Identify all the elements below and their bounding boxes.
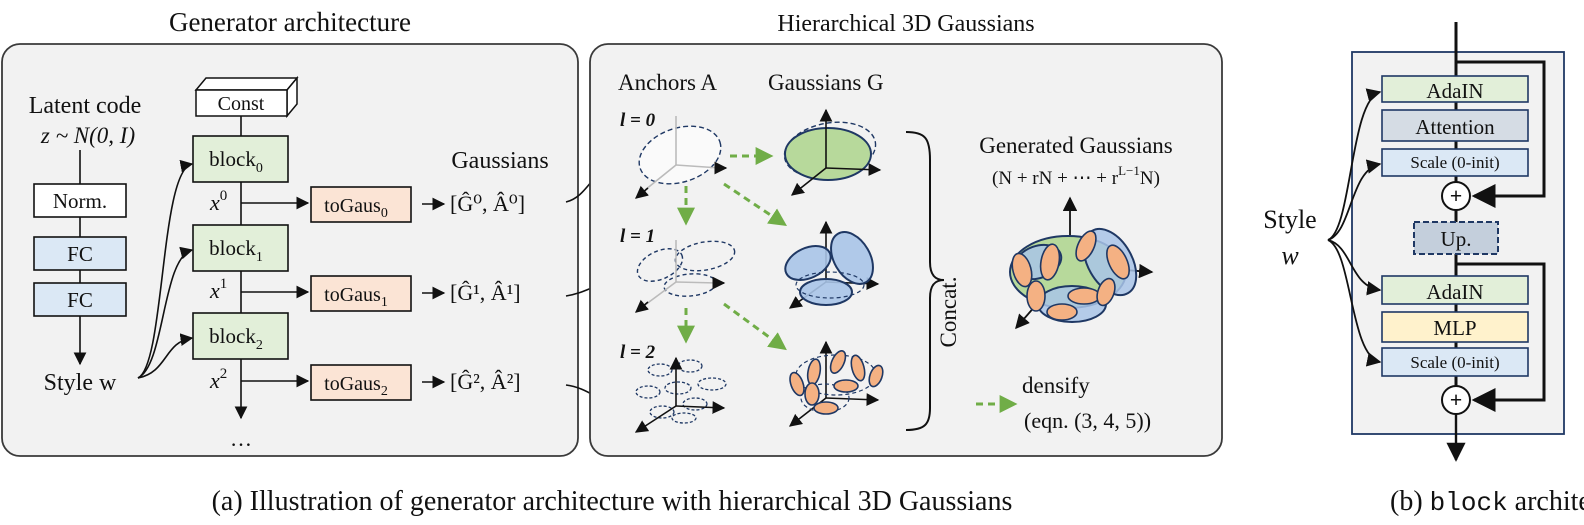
gaussians-level-1 [784,220,880,309]
svg-text:toGaus2: toGaus2 [324,373,388,399]
svg-text:+: + [1450,387,1463,412]
ellipsis: … [230,426,252,451]
w-label-b: w [1281,241,1299,270]
style-label-b: Style [1263,205,1316,234]
gaussians-label: Gaussians [451,148,548,174]
scale-label-1: Scale (0-init) [1410,153,1499,172]
fc-box-2 [33,282,127,317]
togaus-0: toGaus0 [310,186,412,223]
block-2: block2 [192,312,289,360]
norm-label: Norm. [53,189,107,213]
scale-label-2: Scale (0-init) [1410,353,1499,372]
add-node-1 [1441,181,1471,211]
generator-title: Generator architecture [169,7,411,37]
adain-box-2 [1381,275,1529,305]
generated-gaussians [1009,196,1154,330]
anchors-level-0 [638,116,722,191]
block-1: block1 [192,224,289,272]
densify-eqn: (eqn. (3, 4, 5)) [1024,408,1151,433]
gaussians-level-2 [788,340,884,427]
togaus-1: toGaus1 [310,275,412,312]
block-0: block0 [192,135,289,183]
adain-box-1 [1381,75,1529,103]
anchors-level-1 [636,240,736,306]
hierarchy-title: Hierarchical 3D Gaussians [777,11,1034,37]
fc-label-2: FC [67,288,93,312]
scale-box-2 [1381,347,1529,377]
svg-text:block2: block2 [209,324,263,353]
const-label: Const [218,93,265,115]
fc-label-1: FC [67,242,93,266]
attention-label: Attention [1415,115,1495,139]
concat-label: Concat. [936,277,961,348]
scale-box-1 [1381,148,1529,177]
latent-code-label: Latent code [29,93,142,119]
generated-label: Generated Gaussians [979,133,1173,158]
norm-box [33,183,127,218]
svg-text:block0: block0 [209,147,263,176]
output-1: [Ĝ¹, Â¹] [450,280,521,305]
add-node-2 [1441,385,1471,415]
mlp-box [1381,311,1529,343]
gaussians-level-0 [783,108,882,196]
output-2: [Ĝ², Â²] [450,369,521,394]
caption-b: (b) block architecture [1390,486,1584,518]
togaus-2: toGaus2 [310,364,412,401]
level-1-label: l = 1 [620,226,655,247]
latent-code-formula: z ~ N(0, I) [40,123,135,148]
generator-panel [1,43,579,457]
style-w-label: Style w [44,370,117,396]
x2-label: x2 [209,366,227,393]
attention-box [1381,109,1529,142]
densify-arrows [677,147,1018,413]
anchors-level-2 [635,359,727,424]
mlp-label: MLP [1433,316,1476,340]
svg-text:toGaus1: toGaus1 [324,284,388,310]
generated-formula: (N + rN + ⋯ + rL−1N) [992,163,1160,189]
const-box: Const [194,75,299,119]
up-box [1413,221,1499,255]
svg-text:+: + [1450,183,1463,208]
svg-text:toGaus0: toGaus0 [324,195,388,221]
x0-label: x0 [209,188,227,215]
gaussians-g-label: Gaussians G [768,70,884,95]
output-0: [Ĝ⁰, Â⁰] [450,191,525,216]
adain-label-2: AdaIN [1426,280,1483,304]
hierarchy-panel [589,43,1223,457]
svg-text:block1: block1 [209,236,263,265]
caption-a: (a) Illustration of generator architectu… [212,486,1013,517]
x1-label: x1 [209,276,227,303]
adain-label-1: AdaIN [1426,79,1483,103]
level-0-label: l = 0 [620,110,656,131]
anchors-label: Anchors A [618,70,717,95]
level-2-label: l = 2 [620,342,656,363]
up-label: Up. [1441,227,1472,251]
densify-label: densify [1022,373,1090,398]
